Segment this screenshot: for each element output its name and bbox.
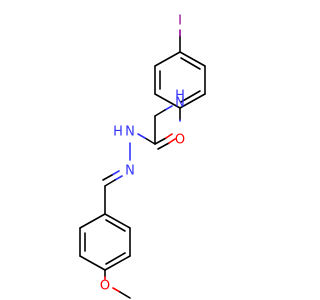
atom-iodine: I: [178, 14, 182, 29]
bond-carbonyl-2-color: [168, 138, 176, 144]
bond-ring1-f: [154, 51, 181, 67]
atom-amine-n: N: [175, 96, 185, 111]
bond-n-ch2: [154, 109, 166, 117]
bond-ring2-d: [79, 255, 106, 271]
atom-methoxy-o: O: [100, 279, 110, 294]
atom-imine-n: N: [125, 164, 135, 179]
bond-n-ch: [104, 179, 116, 187]
bond-n-ch-double-color: [111, 170, 120, 176]
bond-ring2-f: [79, 213, 106, 229]
bond-carbonyl-1-color: [165, 133, 173, 139]
bond-ring2-a: [104, 213, 131, 229]
bond-ring2-c: [104, 255, 131, 271]
bond-ring1-double-1: [180, 57, 201, 70]
bond-carbonyl-nh: [144, 137, 156, 145]
bond-o-ch3: [119, 291, 131, 299]
atom-hydrazide-h: H: [113, 125, 123, 140]
atom-hydrazide-n: N: [125, 125, 135, 140]
bond-n-ch-color: [114, 175, 123, 181]
bond-ring1-a: [179, 51, 206, 67]
bond-ring2-double-1: [105, 219, 126, 232]
iodophenyl-ring: [154, 51, 206, 109]
bond-ring1-c: [179, 93, 206, 109]
methoxyphenyl-ring: [79, 213, 131, 271]
bond-o-ch3-color: [112, 287, 121, 293]
bond-ring1-double-2: [180, 90, 201, 103]
bond-carbonyl-nh-color: [137, 133, 146, 139]
bond-n-ch2-color: [164, 105, 173, 111]
bond-carbonyl-1: [154, 137, 167, 145]
bond-carbonyl-2: [157, 142, 170, 150]
bond-ring1-d: [154, 93, 181, 109]
structure-diagram: I H N O H N N O: [79, 14, 206, 299]
bond-ring2-double-2: [105, 252, 126, 265]
bond-n-ch-double: [102, 174, 113, 181]
atom-amine-h: H: [175, 89, 185, 104]
atom-carbonyl-o: O: [175, 133, 185, 148]
